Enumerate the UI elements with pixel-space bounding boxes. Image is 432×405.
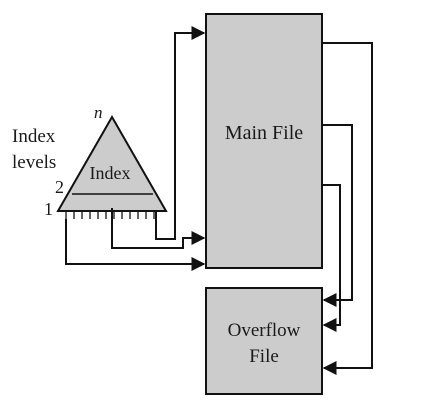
index-levels-label-line2: levels bbox=[12, 152, 56, 173]
main-file-box bbox=[205, 13, 323, 269]
main-to-overflow-arrow-middle bbox=[322, 124, 353, 307]
main-to-overflow-arrow-outer bbox=[322, 42, 373, 375]
main-file-label: Main File bbox=[225, 122, 303, 144]
index-levels-label-line1: Index bbox=[12, 126, 56, 147]
index-to-main-arrow-top bbox=[155, 26, 206, 240]
level-n-label: n bbox=[94, 103, 103, 122]
index-label: Index bbox=[90, 163, 131, 183]
index-to-main-arrow-middle bbox=[111, 208, 206, 249]
index-pointer-ticks bbox=[65, 211, 155, 219]
overflow-file-label-line2: File bbox=[249, 346, 279, 367]
index-to-main-arrow-bottom bbox=[65, 219, 206, 271]
overflow-file-box bbox=[205, 287, 323, 395]
overflow-file-label-line1: Overflow bbox=[228, 320, 301, 341]
level-2-label: 2 bbox=[55, 177, 64, 197]
main-to-overflow-arrow-inner bbox=[322, 184, 341, 332]
level-1-label: 1 bbox=[44, 199, 53, 219]
